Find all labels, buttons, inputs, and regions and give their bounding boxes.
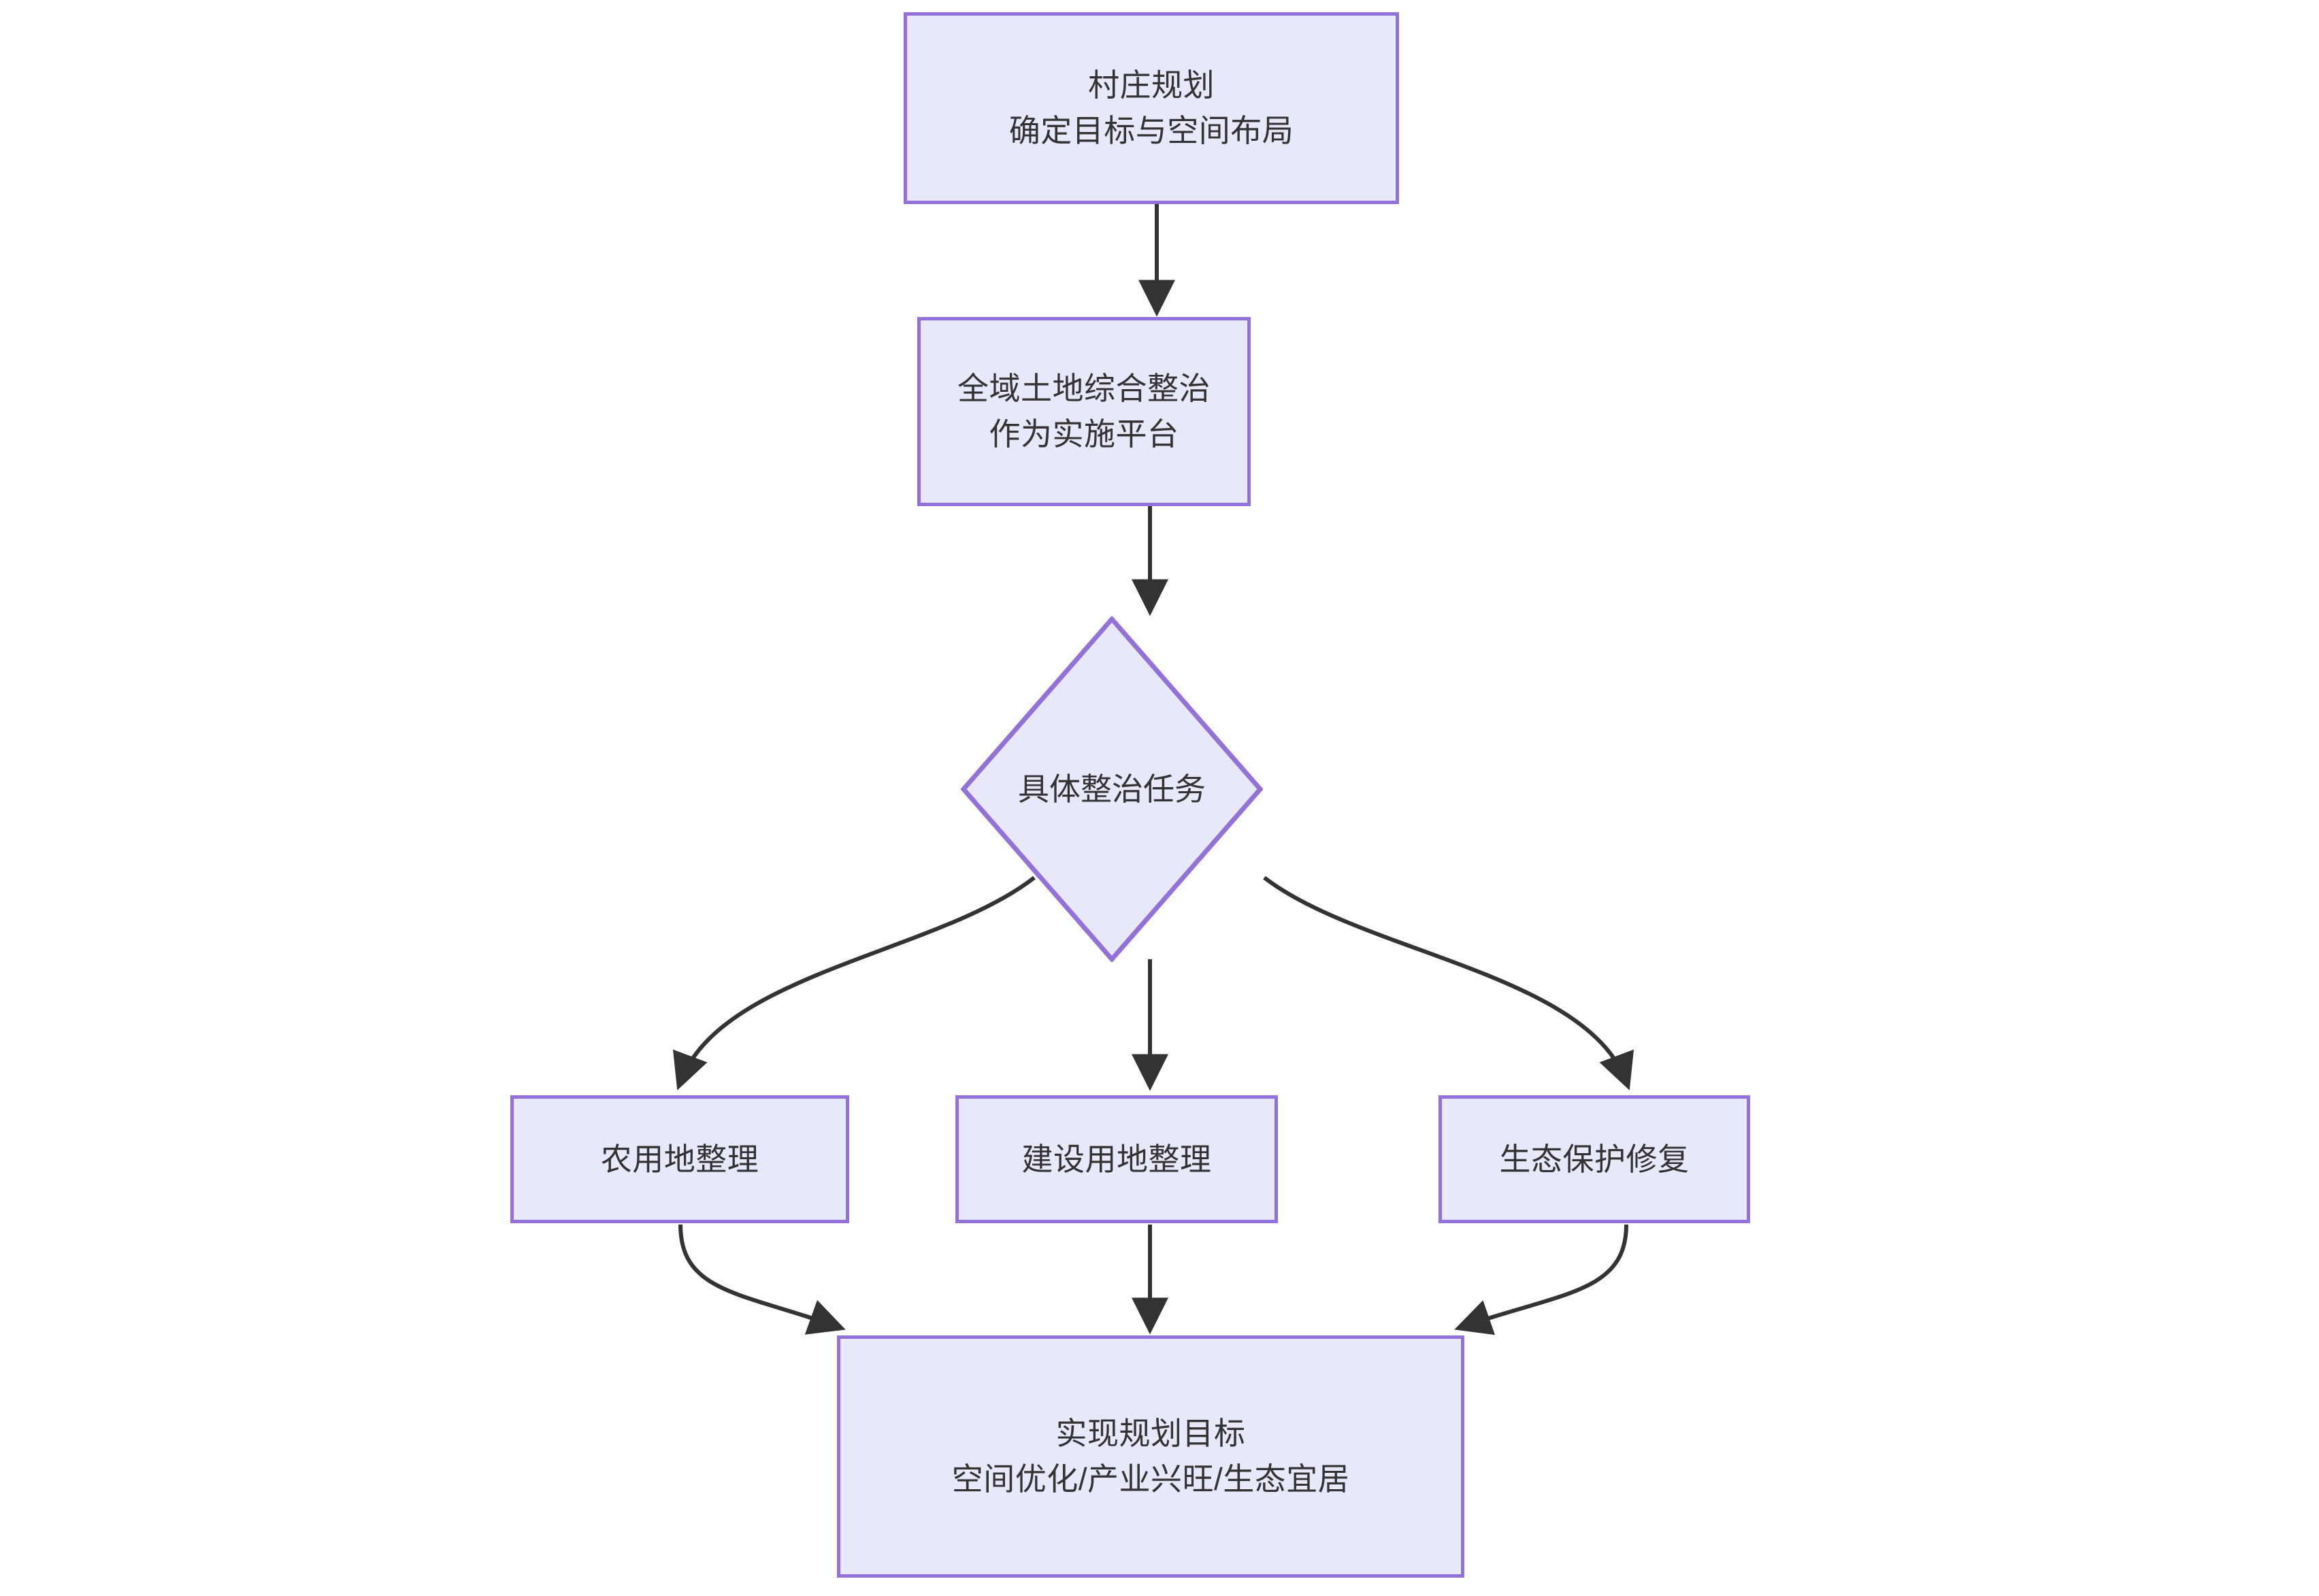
edge-n3-n6 <box>1263 876 1634 1091</box>
edge-n6-n7 <box>1454 1224 1628 1335</box>
node-achieve-goals[interactable]: 实现规划目标 空间优化/产业兴旺/生态宜居 <box>837 1335 1464 1578</box>
node-ecological-restoration[interactable]: 生态保护修复 <box>1438 1095 1750 1223</box>
node-village-planning[interactable]: 村庄规划 确定目标与空间布局 <box>904 12 1399 204</box>
node-agricultural-land-label: 农用地整理 <box>600 1141 759 1177</box>
node-ecological-restoration-label: 生态保护修复 <box>1499 1141 1690 1177</box>
edge-n4-n7 <box>678 1224 846 1335</box>
node-achieve-goals-label: 实现规划目标 空间优化/产业兴旺/生态宜居 <box>951 1416 1350 1497</box>
node-agricultural-land[interactable]: 农用地整理 <box>510 1095 849 1223</box>
diamond-shape <box>961 616 1263 962</box>
node-specific-tasks-label: 具体整治任务 <box>1018 771 1206 807</box>
node-specific-tasks[interactable]: 具体整治任务 <box>961 616 1263 962</box>
node-construction-land-label: 建设用地整理 <box>1021 1141 1212 1177</box>
node-land-consolidation-platform[interactable]: 全域土地综合整治 作为实施平台 <box>917 317 1251 506</box>
node-construction-land[interactable]: 建设用地整理 <box>955 1095 1278 1223</box>
node-village-planning-label: 村庄规划 确定目标与空间布局 <box>1008 67 1294 148</box>
node-land-consolidation-platform-label: 全域土地综合整治 作为实施平台 <box>957 371 1211 452</box>
